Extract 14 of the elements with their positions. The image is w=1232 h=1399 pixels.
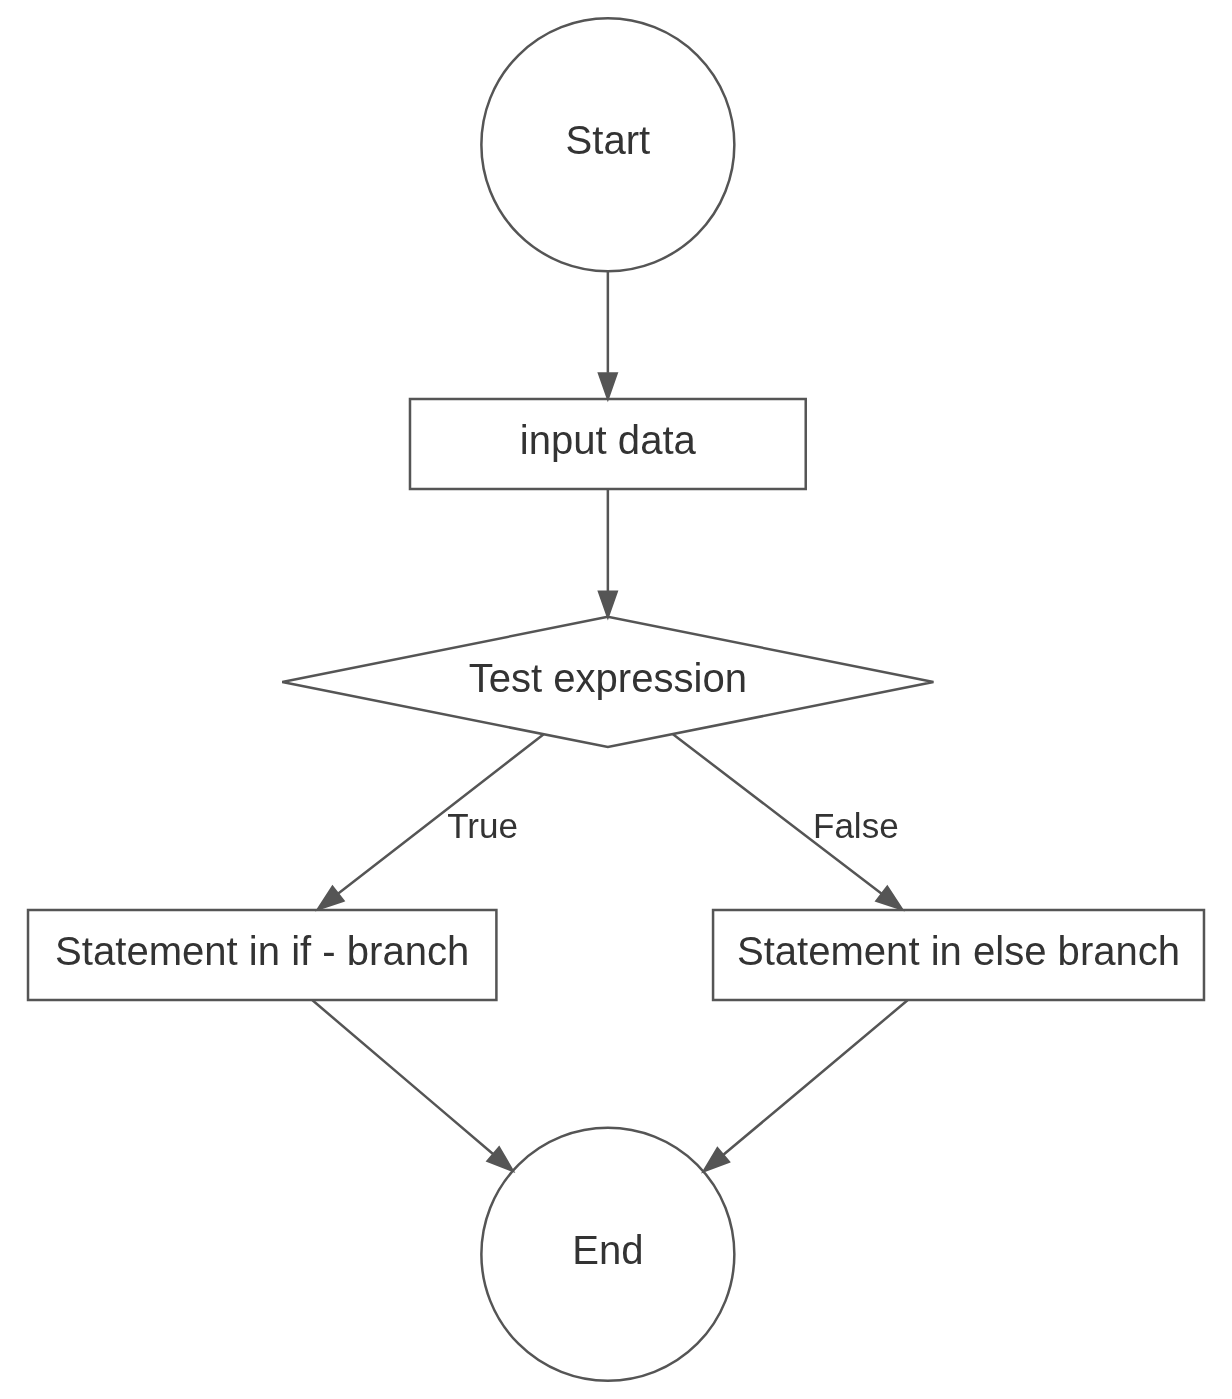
arrow [315,733,545,912]
node-box: Statement in else branch [711,908,1206,1002]
arrow [672,733,905,912]
arrow [597,272,619,403]
edge-label: False [812,805,899,845]
node-diamond: Test expression [281,615,935,749]
arrow [597,489,619,621]
edge-label: True [447,805,519,845]
node-circle: Start [480,16,736,273]
arrow [701,999,909,1174]
arrow [311,999,516,1173]
node-box: input data [408,397,807,491]
node-box: Statement in if - branch [26,908,498,1002]
node-circle: End [480,1126,736,1383]
